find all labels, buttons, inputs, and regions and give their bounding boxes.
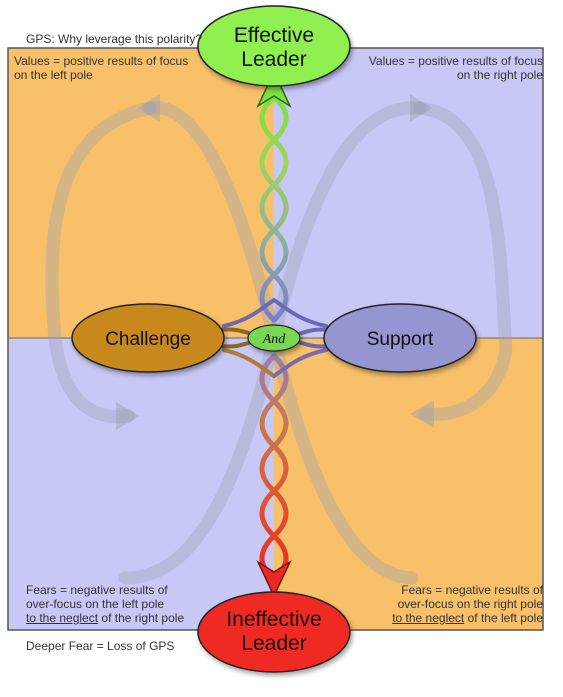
lower-right-fears-note: Fears = negative results of over-focus o… [392, 583, 543, 625]
and-label: And [262, 332, 287, 347]
lower-right-quadrant [274, 338, 543, 630]
support-shape [323, 303, 477, 373]
lower-right-fears-line1: Fears = negative results of [401, 583, 543, 597]
challenge-shape [71, 303, 225, 373]
ineffective-leader-line1: Ineffective [226, 608, 321, 631]
gps-question-text: GPS: Why leverage this polarity? [26, 32, 203, 46]
upper-right-quadrant [274, 48, 543, 338]
challenge-oval [71, 303, 225, 373]
and-shape [247, 324, 301, 352]
loop-arrow-upper-left [138, 94, 160, 122]
ineffective-leader-line2: Leader [241, 632, 306, 655]
up-strand-a [259, 95, 289, 323]
ineffective-leader-oval [197, 591, 351, 673]
lower-left-fears-line3: to the neglect of the right pole [26, 611, 184, 625]
gps-question: GPS: Why leverage this polarity? [26, 32, 202, 46]
down-strand-a [259, 353, 289, 581]
and-oval [247, 324, 301, 352]
loop-arrowheads [116, 94, 434, 430]
down-arrow [222, 348, 328, 598]
effective-leader-line2: Leader [241, 48, 306, 71]
down-strand-b [259, 353, 289, 581]
up-strand-c [222, 298, 276, 328]
support-oval [323, 303, 477, 373]
effective-leader-line1: Effective [234, 24, 314, 47]
down-arrowhead [256, 560, 292, 598]
lower-left-fears-line3-rest: of the right pole [98, 611, 185, 625]
upper-right-values-line2: on the right pole [456, 68, 543, 82]
upper-left-values-line1: Values = positive results of focus [14, 54, 189, 68]
loop-arrow-lower-right [410, 400, 434, 428]
down-strand-d [272, 348, 328, 378]
lower-left-neglect-underlined: to the neglect [26, 611, 99, 625]
upper-right-values-note: Values = positive results of focus on th… [369, 54, 543, 82]
lower-right-neglect-underlined: to the neglect [392, 611, 465, 625]
lower-left-fears-line1: Fears = negative results of [26, 583, 168, 597]
loop-arrow-upper-right [410, 94, 432, 122]
down-strand-c [222, 348, 276, 378]
lower-right-fears-line3-rest: of the left pole [464, 611, 543, 625]
challenge-label: Challenge [105, 329, 191, 350]
loop-arrow-lower-left [116, 402, 140, 430]
lower-left-fears-note: Fears = negative results of over-focus o… [26, 583, 184, 625]
deeper-fear-text: Deeper Fear = Loss of GPS [26, 639, 175, 653]
deeper-fear: Deeper Fear = Loss of GPS [26, 639, 174, 653]
upper-left-quadrant [8, 48, 274, 338]
upper-left-values-line2: on the left pole [14, 68, 93, 82]
up-strand-b [259, 95, 289, 323]
quadrant-background [7, 47, 544, 631]
effective-leader-shape [197, 5, 351, 87]
lower-right-fears-line2: over-focus on the right pole [397, 597, 543, 611]
ineffective-leader-shape [197, 591, 351, 673]
lower-right-fears-line3: to the neglect of the left pole [392, 611, 543, 625]
up-arrow [222, 70, 328, 328]
lower-left-fears-line2: over-focus on the left pole [26, 597, 165, 611]
upper-left-values-note: Values = positive results of focus on th… [14, 54, 188, 82]
upper-right-values-line1: Values = positive results of focus [368, 54, 543, 68]
up-strand-d [272, 298, 328, 328]
effective-leader-oval [197, 5, 351, 87]
support-label: Support [367, 329, 434, 350]
lower-left-quadrant [8, 338, 274, 630]
up-arrowhead [256, 70, 292, 108]
